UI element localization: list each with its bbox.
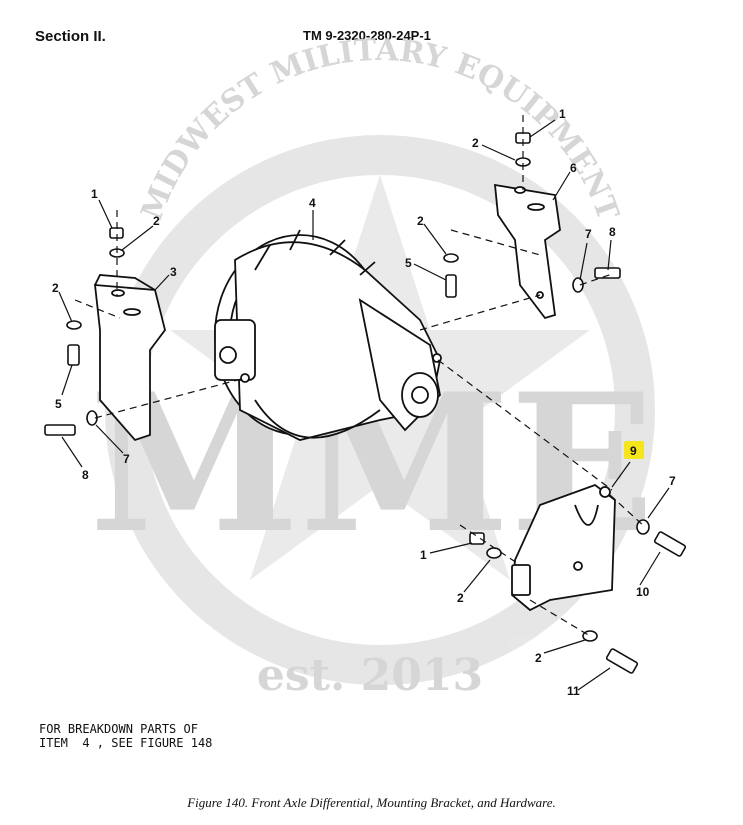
callout-4: 4 [309, 196, 316, 210]
screw-right-side [594, 267, 621, 279]
callout-5: 5 [55, 397, 62, 411]
callout-2: 2 [535, 651, 542, 665]
lower-mounting-bracket [511, 483, 616, 612]
washer-lower-right [636, 519, 650, 535]
callout-2: 2 [457, 591, 464, 605]
section-label: Section II. [35, 28, 106, 45]
screw-left-mid [67, 344, 80, 366]
nut-lower-left [469, 532, 485, 545]
screw-bottom [605, 648, 639, 674]
callout-numbers: 1 2 6 4 1 2 3 2 2 5 5 7 8 7 8 9 7 1 2 10… [52, 107, 676, 698]
washer-right-side [572, 277, 584, 293]
callout-10: 10 [636, 585, 650, 599]
callout-2: 2 [472, 136, 479, 150]
fasteners [44, 132, 687, 674]
callout-1: 1 [559, 107, 566, 121]
callout-7: 7 [669, 474, 676, 488]
figure-caption: Figure 140. Front Axle Differential, Mou… [187, 795, 556, 810]
callout-8: 8 [609, 225, 616, 239]
note-line-2: ITEM 4 , SEE FIGURE 148 [39, 736, 213, 750]
watermark-est: est. 2013 [257, 650, 483, 701]
callout-2: 2 [52, 281, 59, 295]
leader-lines [58, 119, 670, 691]
callout-7: 7 [585, 227, 592, 241]
callout-2: 2 [417, 214, 424, 228]
callout-6: 6 [570, 161, 577, 175]
screw-lower-right [653, 531, 687, 557]
callout-9-highlight [624, 441, 644, 459]
callout-9: 9 [630, 444, 637, 458]
washer-lower-left [486, 547, 502, 559]
callout-1: 1 [91, 187, 98, 201]
callout-3: 3 [170, 265, 177, 279]
screw-left-bottom [44, 424, 76, 436]
manual-number: TM 9-2320-280-24P-1 [303, 28, 431, 43]
right-mounting-bracket [493, 183, 561, 320]
callout-11: 11 [567, 684, 580, 698]
callout-7: 7 [123, 452, 130, 466]
differential-housing [214, 229, 442, 441]
breakdown-note: FOR BREAKDOWN PARTS OF ITEM 4 , SEE FIGU… [39, 722, 212, 750]
callout-2: 2 [153, 214, 160, 228]
assembly-lines [74, 115, 646, 637]
washer-left-mid [66, 320, 82, 330]
washer-right-mid [443, 253, 459, 263]
callout-1: 1 [420, 548, 427, 562]
callout-8: 8 [82, 468, 89, 482]
screw-right-mid [445, 274, 457, 298]
callout-5: 5 [405, 256, 412, 270]
note-line-1: FOR BREAKDOWN PARTS OF [39, 722, 198, 736]
